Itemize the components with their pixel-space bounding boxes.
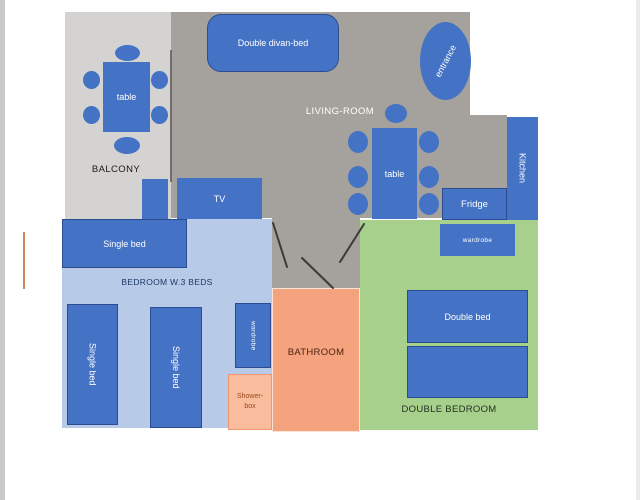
living-room-table: table (372, 128, 417, 219)
wall-divider (170, 50, 172, 182)
bedroom-3-beds-label: BEDROOM W.3 BEDS (121, 277, 213, 287)
double-bed: Double bed (407, 290, 528, 343)
living-room-label: LIVING-ROOM (305, 106, 375, 117)
tv-label: TV (213, 193, 226, 204)
balcony-chair (83, 106, 100, 124)
bedroom-wardrobe: wardrobe (235, 303, 271, 368)
living-room-chair (348, 166, 368, 188)
balcony-chair (114, 137, 140, 154)
bedroom-wardrobe-label: wardrobe (249, 320, 257, 351)
balcony-chair (115, 45, 140, 61)
living-room-chair (385, 104, 407, 123)
entrance-label: entrance (432, 43, 459, 79)
double-bedroom-label: DOUBLE BEDROOM (401, 404, 497, 415)
single-bed: Single bed (150, 307, 202, 428)
cabinet (142, 179, 168, 219)
shower-box: Shower-box (228, 374, 272, 430)
living-room-table-label: table (384, 168, 405, 179)
fridge: Fridge (442, 188, 507, 220)
balcony-table-label: table (116, 92, 137, 102)
fridge-label: Fridge (461, 198, 488, 210)
shower-box-label: Shower-box (236, 392, 264, 411)
balcony-table: table (103, 62, 150, 132)
double-bed (407, 346, 528, 398)
artifact-tick (23, 232, 25, 289)
tv: TV (177, 178, 262, 219)
balcony-chair (83, 71, 100, 89)
double-divan-bed-label: Double divan-bed (237, 38, 309, 48)
left-edge-strip (0, 0, 5, 500)
balcony-chair (151, 71, 168, 89)
single-bed-label: Single bed (87, 343, 98, 386)
double-bed-label: Double bed (444, 311, 491, 322)
living-room-chair (419, 193, 439, 215)
kitchen-label: Kitchen (517, 153, 528, 184)
single-bed-label: Single bed (171, 346, 181, 389)
kitchen-unit: Kitchen (507, 117, 538, 220)
entrance-door: entrance (420, 22, 471, 100)
door-swing-lines (272, 222, 365, 289)
balcony-chair (151, 106, 168, 124)
living-room-chair (348, 193, 368, 215)
balcony-label: BALCONY (91, 164, 141, 175)
single-bed: Single bed (67, 304, 118, 425)
double-bedroom-wardrobe: wardrobe (440, 224, 515, 256)
bathroom-label: BATHROOM (287, 347, 345, 358)
right-edge-strip (636, 0, 640, 500)
double-bedroom-wardrobe-label: wardrobe (462, 236, 493, 244)
double-divan-bed: Double divan-bed (207, 14, 339, 72)
living-room-chair (419, 166, 439, 188)
single-bed-label: Single bed (103, 238, 146, 249)
living-room-chair (419, 131, 439, 153)
room-bathroom (272, 288, 360, 432)
single-bed: Single bed (62, 219, 187, 268)
living-room-chair (348, 131, 368, 153)
